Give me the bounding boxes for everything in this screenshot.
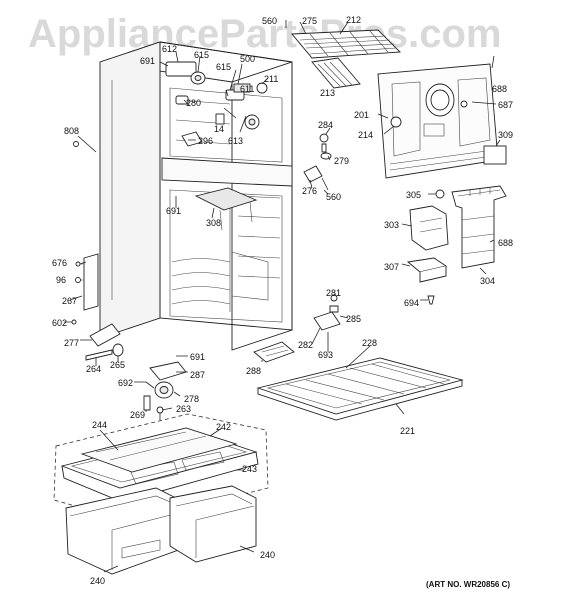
label-228: 228 (362, 338, 377, 348)
vent-213 (311, 57, 361, 89)
label-602: 602 (52, 318, 67, 328)
label-14: 14 (214, 124, 224, 134)
label-264: 264 (86, 364, 101, 374)
label-267: 267 (62, 296, 77, 306)
label-276: 276 (302, 186, 317, 196)
leader-lines (64, 20, 501, 573)
label-307: 307 (384, 262, 399, 272)
bracket-288 (253, 341, 295, 363)
label-304: 304 (480, 276, 495, 286)
evaporator-cover-201 (377, 63, 499, 179)
label-615-a: 615 (194, 50, 209, 60)
label-213: 213 (320, 88, 335, 98)
label-611: 611 (240, 84, 254, 94)
small-parts-right (303, 133, 445, 199)
label-691-top: 691 (140, 56, 155, 66)
label-243: 243 (242, 464, 257, 474)
label-281: 281 (326, 288, 341, 298)
left-side-parts (71, 141, 124, 361)
label-308: 308 (206, 218, 221, 228)
lower-hinge (143, 361, 187, 420)
evaporator-shelf-212 (291, 29, 402, 59)
label-688-mid: 688 (498, 238, 513, 248)
label-96: 96 (56, 275, 66, 285)
label-305: 305 (406, 190, 421, 200)
label-277: 277 (64, 338, 79, 348)
label-560-mid: 560 (326, 192, 341, 202)
label-221: 221 (400, 426, 415, 436)
damper-303 (409, 205, 449, 251)
label-214: 214 (358, 130, 373, 140)
label-687: 687 (498, 100, 513, 110)
crisper-glass-242 (80, 427, 238, 473)
watermark: AppliancePartsPros.com (28, 12, 502, 56)
label-693: 693 (318, 350, 333, 360)
label-692: 692 (118, 378, 133, 388)
label-278: 278 (184, 394, 199, 404)
label-615-b: 615 (216, 62, 231, 72)
label-211: 211 (264, 74, 278, 84)
label-288: 288 (246, 366, 261, 376)
bracket-307 (406, 257, 448, 283)
label-287: 287 (190, 370, 205, 380)
label-279: 279 (334, 156, 349, 166)
label-240-right: 240 (260, 550, 275, 560)
label-694: 694 (404, 298, 419, 308)
screw-694 (427, 295, 435, 305)
crisper-drawer-left-240 (65, 487, 185, 575)
crisper-assembly-box (53, 413, 269, 523)
label-691-mid: 691 (166, 206, 181, 216)
label-612: 612 (162, 44, 177, 54)
label-560-top: 560 (262, 16, 277, 26)
panel-309 (483, 145, 507, 165)
label-269: 269 (130, 410, 145, 420)
label-309: 309 (498, 130, 513, 140)
label-808: 808 (64, 126, 79, 136)
label-201: 201 (354, 110, 369, 120)
label-303: 303 (384, 220, 399, 230)
label-240-left: 240 (90, 576, 105, 586)
freezer-controls (165, 61, 268, 147)
bracket-282 (313, 294, 341, 331)
label-613: 613 (228, 136, 243, 146)
label-265: 265 (110, 360, 125, 370)
crisper-drawer-right-240 (169, 485, 257, 563)
label-284: 284 (318, 120, 333, 130)
label-688-top: 688 (492, 84, 507, 94)
label-212: 212 (346, 15, 361, 25)
label-242: 242 (216, 422, 231, 432)
label-500: 500 (240, 54, 255, 64)
air-duct-304 (451, 185, 507, 269)
label-296: 296 (198, 136, 213, 146)
label-691-low: 691 (190, 352, 205, 362)
cabinet (99, 41, 293, 351)
label-676: 676 (52, 258, 67, 268)
label-285: 285 (346, 314, 361, 324)
label-280: 280 (186, 98, 201, 108)
label-275: 275 (302, 16, 317, 26)
glass-shelf-221 (256, 357, 464, 421)
label-282: 282 (298, 340, 313, 350)
label-263: 263 (176, 404, 191, 414)
art-number: (ART NO. WR20856 C) (426, 580, 511, 589)
label-244: 244 (92, 420, 107, 430)
part-labels: 560 275 212 612 615 691 500 615 211 688 … (52, 15, 513, 586)
